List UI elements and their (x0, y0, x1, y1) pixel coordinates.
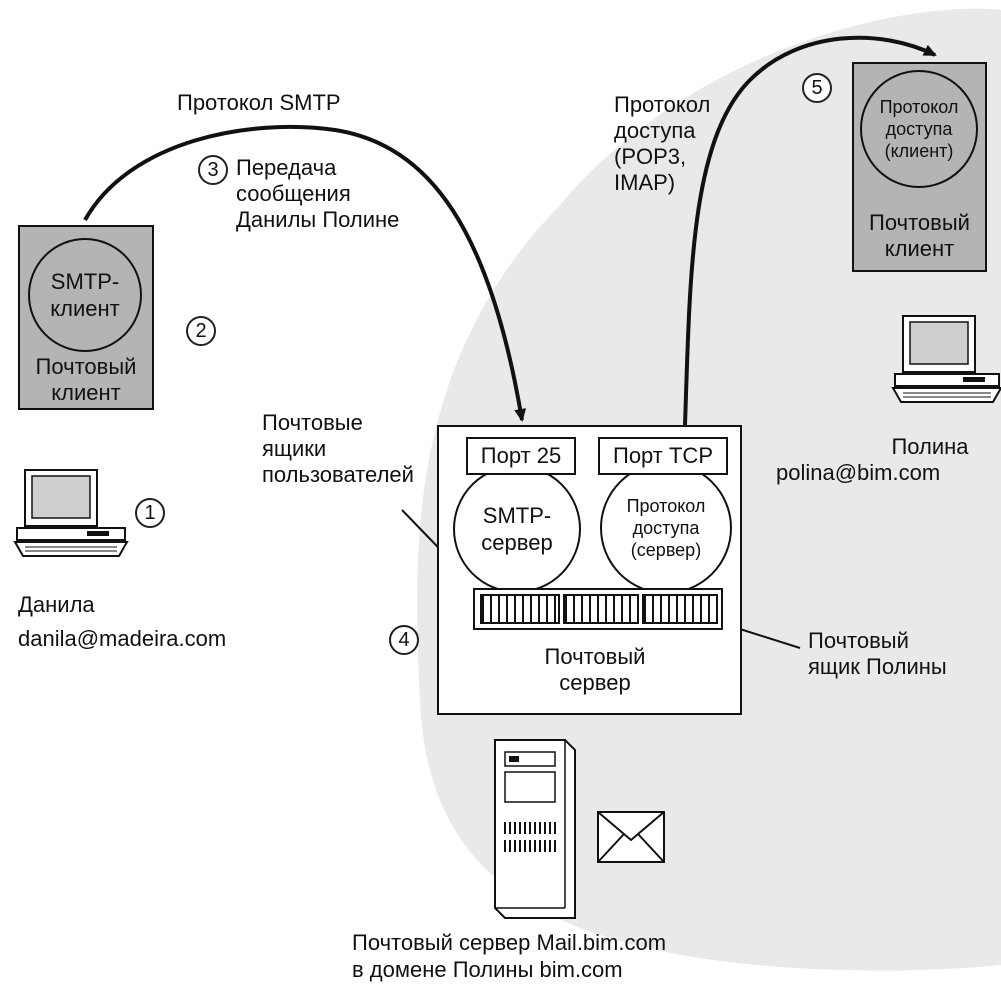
smtp-transfer-arrow (83, 124, 527, 422)
smtp-client-circle: SMTP- клиент (28, 238, 142, 352)
recipient-email: polina@bim.com (776, 460, 941, 485)
mail-server-label: Почтовый сервер (544, 644, 646, 695)
recipient-name: Полина (891, 434, 969, 459)
port-25-box: Порт 25 (466, 437, 576, 475)
sender-name: Данила (18, 592, 95, 617)
step-4-marker: 4 (389, 625, 419, 655)
access-protocol-server-circle: Протокол доступа (сервер) (600, 462, 732, 594)
access-protocol-client-circle: Протокол доступа (клиент) (860, 70, 978, 188)
step-5-marker: 5 (802, 73, 832, 103)
smtp-server-circle: SMTP- сервер (453, 465, 581, 593)
access-protocol-arrow (683, 35, 937, 426)
polina-mailbox-label: Почтовый ящик Полины (808, 628, 947, 679)
mailbox (563, 594, 639, 624)
user-mailboxes-label: Почтовые ящики пользователей (262, 410, 414, 487)
mailbox-polina (642, 594, 718, 624)
step-1-marker: 1 (135, 498, 165, 528)
envelope-icon (597, 811, 665, 863)
mailbox (480, 594, 560, 624)
step-3-marker: 3 (198, 155, 228, 185)
sender-email: danila@madeira.com (18, 626, 227, 651)
sender-computer-icon (13, 469, 129, 557)
message-transfer-label: Передача сообщения Данилы Полине (236, 155, 400, 232)
access-protocol-label: Протокол доступа (POP3, IMAP) (614, 92, 711, 195)
step-2-marker: 2 (186, 316, 216, 346)
sender-mail-client-label: Почтовый клиент (35, 354, 137, 405)
server-caption: Почтовый сервер Mail.bim.com в домене По… (352, 930, 667, 982)
port-tcp-box: Порт TCP (598, 437, 728, 475)
smtp-protocol-label: Протокол SMTP (177, 90, 341, 115)
recipient-mail-client-label: Почтовый клиент (869, 210, 970, 261)
server-tower-icon (494, 739, 576, 919)
recipient-computer-icon (891, 315, 1001, 403)
